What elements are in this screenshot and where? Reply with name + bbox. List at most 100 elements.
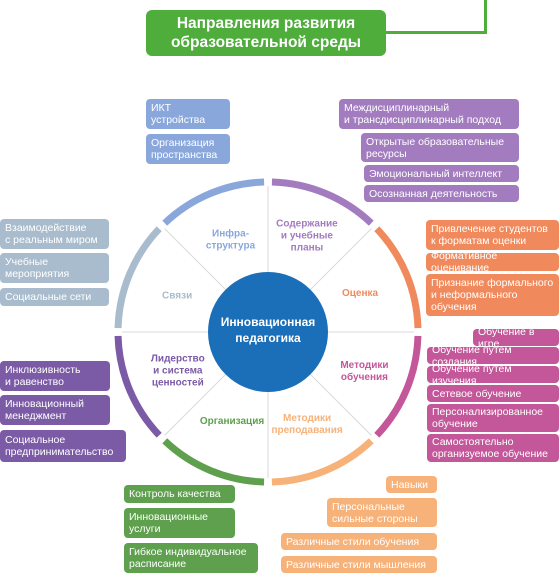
box-line: пространства <box>151 149 218 161</box>
box-line: с реальным миром <box>5 234 98 246</box>
box-line: Обучение в игре <box>478 325 535 350</box>
infrastructure-arc <box>162 178 265 226</box>
box-line: Междисциплинарный <box>344 102 450 114</box>
box-line: и неформального <box>431 289 518 301</box>
infrastructure-segment-label: Инфра-структура <box>206 227 256 251</box>
wheel-spoke <box>164 374 226 436</box>
box-line: Эмоциональный интеллект <box>369 167 503 180</box>
teaching-methods-item: Персональные сильные стороны <box>327 498 437 527</box>
box-line: устройства <box>151 114 206 126</box>
segment-label-line: Методики <box>340 360 388 371</box>
leadership-arc <box>114 335 162 438</box>
box-line: сильные стороны <box>332 512 418 525</box>
segment-label-line: Методики <box>283 413 331 424</box>
box-line: Контроль качества <box>129 488 221 500</box>
box-line: Различные стили обучения <box>286 535 420 548</box>
box-line: Формативное оценивание <box>431 250 498 274</box>
segment-label-line: Связи <box>162 290 192 301</box>
box-line: и трансдисциплинарный подход <box>344 114 502 126</box>
box-line: Различные стили мышления <box>286 558 426 571</box>
title-connector-vertical <box>484 0 487 33</box>
learning-methods-item: Обучение путем изучения <box>427 363 559 387</box>
segment-label-line: и учебные <box>281 230 333 242</box>
box-line: Социальное <box>5 434 66 446</box>
center-circle <box>208 272 328 392</box>
leadership-item: Социальное предпринимательство <box>0 430 126 462</box>
box-line: Учебные <box>5 256 49 268</box>
teaching-methods-arc <box>271 438 374 486</box>
wheel-spoke <box>164 228 226 290</box>
box-line: Осознанная деятельность <box>369 187 498 200</box>
box-line: Организация <box>151 137 215 149</box>
box-line: Инновационный <box>5 398 85 410</box>
assessment-item: Признание формального и неформального об… <box>426 274 559 316</box>
box-line: Персонализированное <box>432 406 543 418</box>
box-line: Привлечение студентов <box>431 223 548 235</box>
assessment-segment-label: Оценка <box>342 288 379 299</box>
title-line-2: образовательной среды <box>170 34 362 51</box>
box-line: Признание формального <box>431 277 554 289</box>
box-line: расписание <box>129 558 187 570</box>
assessment-item: Формативное оценивание <box>426 250 559 274</box>
teaching-methods-item: Различные стили обучения <box>281 533 437 550</box>
segment-label-line: и система <box>153 365 203 376</box>
content-item: Эмоциональный интеллект <box>364 165 519 182</box>
box-line: Навыки <box>391 478 429 491</box>
teaching-methods-item: Навыки <box>386 476 437 493</box>
box-line: ИКТ <box>151 102 172 114</box>
leadership-item: Инновационный менеджмент <box>0 395 110 425</box>
center-label-line-2: педагогика <box>235 331 301 345</box>
learning-methods-item: Персонализированное обучение <box>427 404 559 432</box>
learning-methods-item: Обучение путем создания <box>427 344 559 368</box>
title-line-1: Направления развития <box>176 15 356 32</box>
box-line: Сетевое обучение <box>432 387 522 400</box>
box-line: Инновационные <box>129 511 208 523</box>
learning-methods-item: Обучение в игре <box>473 326 559 350</box>
box-line: Обучение путем создания <box>432 343 512 368</box>
box-line: ресурсы <box>366 147 407 160</box>
content-item: Открытые образовательные ресурсы <box>361 133 519 162</box>
box-line: предпринимательство <box>5 446 114 458</box>
connections-arc <box>114 226 162 329</box>
segment-label-line: Оценка <box>342 288 379 299</box>
assessment-arc <box>374 226 422 329</box>
organization-item: Инновационные услуги <box>124 508 235 538</box>
infrastructure-item: ИКТ устройства <box>146 99 230 129</box>
wheel-spoke <box>310 228 372 290</box>
segment-label-line: Лидерство <box>151 353 205 364</box>
leadership-item: Инклюзивность и равенство <box>0 361 110 391</box>
box-line: Обучение путем изучения <box>432 362 512 387</box>
connections-item: Социальные сети <box>0 288 109 306</box>
segment-label-line: Организация <box>200 416 264 427</box>
learning-methods-arc <box>374 335 422 438</box>
organization-item: Контроль качества <box>124 485 235 503</box>
learning-methods-item: Самостоятельно организуемое обучение <box>427 434 559 462</box>
segment-label-line: Инфра- <box>212 227 249 239</box>
box-line: Самостоятельно <box>432 436 514 448</box>
segment-label-line: структура <box>206 240 256 251</box>
box-line: Инклюзивность <box>5 364 81 376</box>
box-line: Открытые образовательные <box>366 135 505 148</box>
content-item: Междисциплинарный и трансдисциплинарный … <box>339 99 519 129</box>
diagram-title: Направления развития образовательной сре… <box>146 10 386 56</box>
box-line: и равенство <box>5 376 64 388</box>
connections-segment-label: Связи <box>162 290 192 301</box>
title-connector-horizontal <box>384 31 487 34</box>
box-line: Взаимодействие <box>5 222 87 234</box>
segment-label-line: обучения <box>341 371 388 383</box>
box-line: Социальные сети <box>5 291 92 303</box>
connections-item: Учебные мероприятия <box>0 253 109 283</box>
box-line: организуемое обучение <box>432 448 548 460</box>
wheel-spoke <box>310 374 372 436</box>
content-item: Осознанная деятельность <box>364 185 519 202</box>
connections-item: Взаимодействие с реальным миром <box>0 219 109 249</box>
learning-methods-item: Сетевое обучение <box>427 385 559 402</box>
assessment-item: Привлечение студентов к форматам оценки <box>426 220 559 250</box>
infrastructure-item: Организация пространства <box>146 134 230 164</box>
organization-segment-label: Организация <box>200 416 264 427</box>
segment-label-line: ценностей <box>152 377 204 388</box>
